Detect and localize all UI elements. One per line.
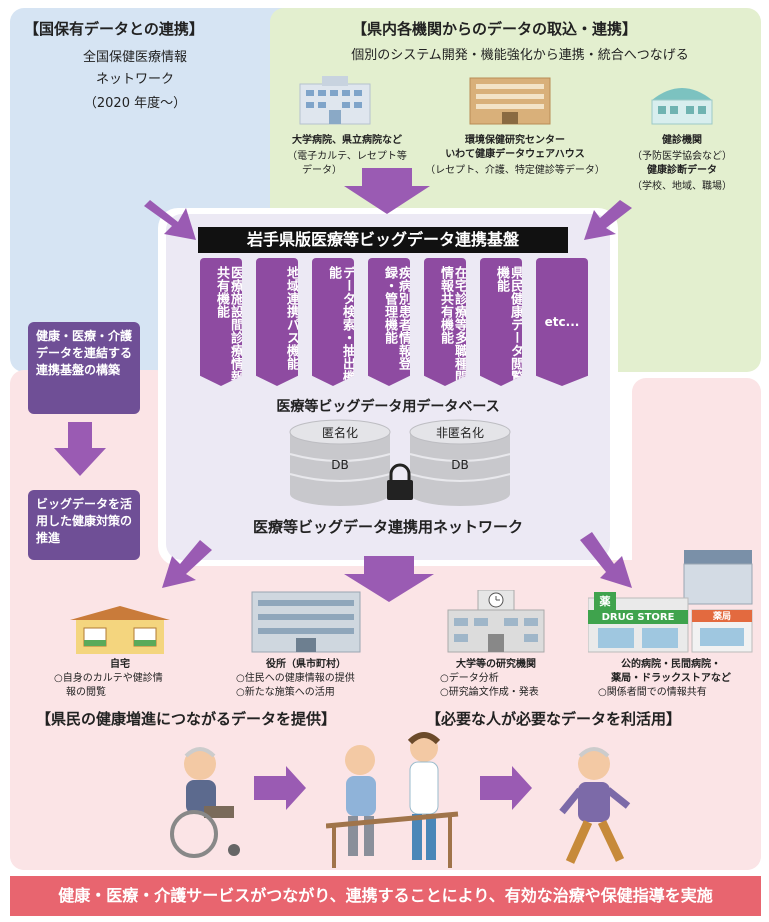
dest-cityhall-name: 役所（県市町村）: [266, 659, 346, 670]
source-1-detail2: データ）: [302, 165, 342, 176]
prefecture-subtitle: 個別のシステム開発・機能強化から連携・統合へつなげる: [351, 48, 689, 63]
arrow-side-down: [54, 422, 106, 476]
dest-home-name: 自宅: [110, 659, 130, 670]
source-3-name: 健診機関: [662, 135, 702, 146]
source-2-name2: いわて健康データウェアハウス: [445, 149, 585, 160]
arrow-out-center: [344, 556, 434, 602]
store-mark: 薬: [599, 595, 611, 608]
side-box-platform: 健康・医療・介護データを連結する連携基盤の構築: [28, 322, 140, 414]
arrow-national-in: [144, 200, 196, 240]
wheelchair-person-icon: [170, 747, 240, 858]
caption-left: 【県民の健康増進につながるデータを提供】: [36, 710, 337, 728]
dest-home-b1: ○自身のカルテや健診情: [54, 673, 163, 684]
network-label: 医療等ビッグデータ連携用ネットワーク: [252, 518, 523, 536]
database-icon: [289, 419, 511, 506]
source-3-name2: 健康診断データ: [647, 165, 717, 176]
function-item-etc: etc...: [536, 258, 588, 386]
hospital-building-icon: [299, 76, 371, 125]
database-label: 医療等ビッグデータ用データベース: [276, 399, 500, 415]
lock-icon: [387, 463, 413, 500]
national-line3: （2020 年度～）: [83, 96, 187, 111]
db-left-text: DB: [331, 458, 349, 472]
source-3-detail2: （学校、地域、職場）: [632, 181, 732, 192]
db-right: [409, 419, 511, 506]
function-item: 疾病別患者情報登録・管理機能: [368, 258, 410, 386]
function-item: 在宅診療等多職種間情報共有機能: [424, 258, 466, 386]
platform-title: 岩手県版医療等ビッグデータ連携基盤: [198, 227, 568, 253]
source-3-detail1: （予防医学協会など）: [632, 151, 732, 162]
drug-store-icon: [588, 550, 753, 653]
university-icon: [447, 590, 545, 653]
home-icon: [70, 606, 170, 654]
source-2-detail1: （レセプト、介護、特定健診等データ）: [425, 165, 605, 176]
dest-university-name: 大学等の研究機関: [456, 659, 536, 670]
city-hall-icon: [251, 591, 361, 653]
arrow-prefecture-in: [344, 168, 430, 214]
rehab-person-icon: [326, 732, 459, 868]
arrow-out-right: [580, 532, 632, 588]
arrow-people-1: [254, 766, 306, 810]
db-right-label: 非匿名化: [435, 426, 484, 440]
side-box-promotion: ビッグデータを活用した健康対策の推進: [28, 490, 140, 560]
db-right-text: DB: [451, 458, 469, 472]
dest-university-b1: ○データ分析: [440, 673, 499, 684]
arrow-out-home: [162, 540, 212, 588]
dest-university-b2: ○研究論文作成・発表: [440, 687, 539, 698]
national-heading: 【国保有データとの連携】: [24, 20, 204, 38]
national-line2: ネットワーク: [95, 72, 174, 87]
source-1-name: 大学病院、県立病院など: [292, 135, 402, 146]
dest-cityhall-b2: ○新たな施策への活用: [236, 687, 335, 698]
research-center-icon: [469, 77, 551, 125]
source-1-detail1: （電子カルテ、レセプト等: [287, 151, 407, 162]
prefecture-heading: 【県内各機関からのデータの取込・連携】: [352, 20, 638, 38]
source-2-name: 環境保健研究センター: [465, 135, 565, 146]
db-left: [289, 419, 391, 506]
walking-person-icon: [559, 747, 631, 864]
pharmacy-sign: 薬局: [712, 612, 731, 622]
function-item: 地域連携パス機能: [256, 258, 298, 386]
dest-cityhall-b1: ○住民への健康情報の提供: [236, 673, 355, 684]
dest-hospital-b1: ○関係者間での情報共有: [598, 687, 707, 698]
db-left-label: 匿名化: [321, 426, 358, 440]
function-item: 県民健康データ閲覧機能: [480, 258, 522, 386]
bottom-banner: 健康・医療・介護サービスがつながり、連携することにより、有効な治療や保健指導を実…: [10, 876, 761, 916]
dest-hospital-name: 公的病院・民間病院・: [621, 659, 721, 670]
dest-hospital-name2: 薬局・ドラックストアなど: [611, 673, 731, 684]
store-sign: DRUG STORE: [601, 612, 675, 623]
function-item: 医療施設間診療情報共有機能: [200, 258, 242, 386]
arrow-people-2: [480, 766, 532, 810]
arrow-healthcheck-in: [584, 200, 632, 240]
caption-right: 【必要な人が必要なデータを利活用】: [426, 710, 682, 728]
dest-home-b2: 報の閲覧: [66, 687, 106, 698]
function-item: データ検索・抽出機能: [312, 258, 354, 386]
health-check-center-icon: [651, 88, 713, 125]
national-line1: 全国保健医療情報: [82, 50, 187, 65]
